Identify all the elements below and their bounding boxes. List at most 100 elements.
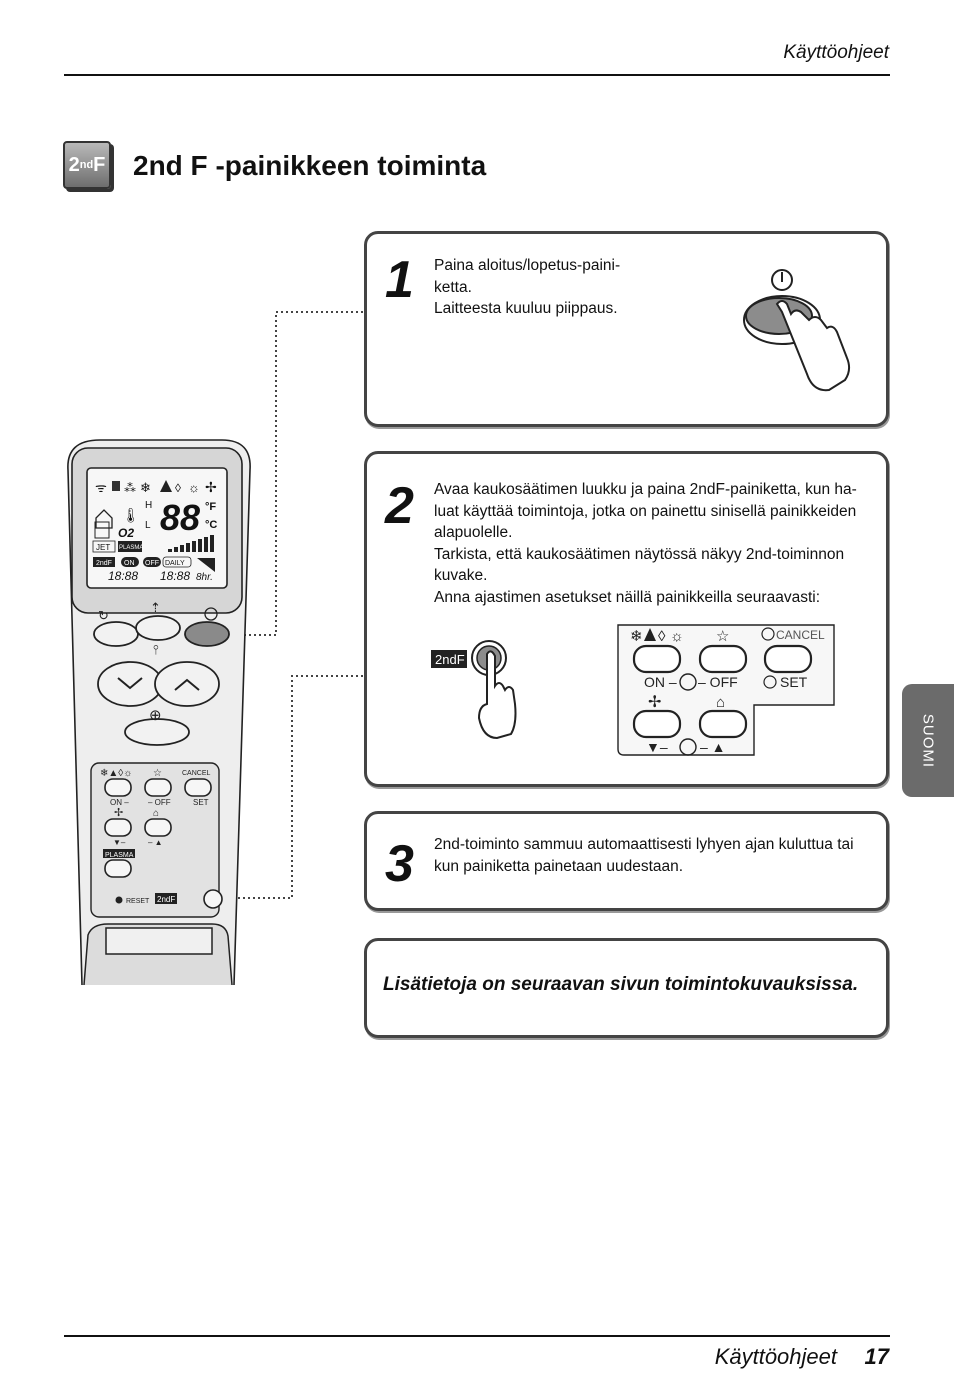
svg-text:ᯤ: ᯤ: [95, 480, 107, 495]
svg-text:°F: °F: [205, 501, 216, 513]
svg-text:2ndF: 2ndF: [157, 895, 175, 904]
timer-icon: [679, 738, 697, 756]
svg-text:18:88: 18:88: [160, 569, 190, 583]
svg-text:SET: SET: [193, 798, 209, 807]
power-icon: [771, 269, 793, 291]
remote-lcd: ᯤ ⁂ ❄ ◊ ☼ ✢ 🌡 H L 88 °F °C O2 JET PLASMA…: [92, 479, 217, 583]
cancel-button: [763, 644, 813, 674]
down-arrow-icon: [117, 677, 143, 690]
remote-door: [83, 923, 233, 986]
level-bars: [168, 535, 214, 552]
fan-icon: ✢: [648, 694, 661, 711]
step-number: 3: [385, 835, 414, 893]
fan-icon: ✢: [205, 479, 217, 495]
svg-text:ON –: ON –: [644, 674, 677, 690]
step-number: 2: [385, 477, 414, 535]
house-icon: ⌂: [716, 694, 725, 711]
star-icon: ☆: [716, 628, 729, 645]
svg-text:8hr.: 8hr.: [196, 572, 213, 583]
language-tab: SUOMI: [902, 684, 954, 797]
drop-icon: ◊: [658, 628, 666, 645]
svg-text:DAILY: DAILY: [165, 560, 185, 567]
footer-title: Käyttöohjeet: [714, 1344, 837, 1369]
svg-text:18:88: 18:88: [108, 569, 138, 583]
page-number: 17: [864, 1344, 889, 1369]
svg-text:°C: °C: [205, 519, 217, 531]
jet-icon: ⇡: [150, 600, 161, 615]
svg-text:▼–: ▼–: [113, 838, 126, 847]
svg-text:✢: ✢: [114, 807, 123, 819]
drop-icon: ◊: [175, 481, 181, 495]
svg-text:– ▲: – ▲: [700, 739, 726, 755]
fan-icon: ⊕: [149, 707, 162, 724]
thermometer-icon: ⫯: [153, 642, 159, 657]
svg-text:88: 88: [160, 497, 200, 538]
battery-icon: [112, 481, 120, 491]
hand-icon: [477, 650, 517, 740]
svg-text:PLASMA: PLASMA: [105, 852, 134, 859]
snowflake-icon: ❄: [140, 480, 151, 495]
svg-text:❄▲◊☼: ❄▲◊☼: [100, 768, 132, 779]
header-rule: [64, 74, 890, 76]
svg-text:2ndF: 2ndF: [435, 652, 465, 667]
timer-icon: [679, 673, 697, 691]
svg-text:RESET: RESET: [126, 898, 150, 905]
svg-text:2ndF: 2ndF: [96, 560, 112, 567]
svg-text:– OFF: – OFF: [698, 674, 738, 690]
footer-rule: [64, 1335, 890, 1337]
thermometer-icon: 🌡: [122, 507, 140, 523]
svg-text:– ▲: – ▲: [148, 838, 163, 847]
remote-lower-panel: [90, 762, 220, 918]
sun-icon: ☼: [670, 628, 684, 645]
svg-text:O2: O2: [118, 526, 134, 540]
svg-text:PLASMA: PLASMA: [119, 545, 143, 551]
svg-text:⌂: ⌂: [153, 808, 159, 819]
step-3-text: 2nd-toiminto sammuu automaattisesti lyhy…: [434, 836, 854, 875]
remote-top-buttons: [93, 615, 230, 746]
svg-text:CANCEL: CANCEL: [182, 770, 211, 777]
up-button: [698, 709, 748, 739]
svg-text:– OFF: – OFF: [148, 798, 171, 807]
triangle-icon: [160, 480, 172, 492]
note-box: Lisätietoja on seuraavan sivun toimintok…: [364, 938, 889, 1038]
up-arrow-icon: [174, 678, 200, 691]
second-f-label-icon: [431, 650, 467, 668]
tree-icon: ⁂: [124, 481, 136, 495]
power-button-illustration: [743, 269, 851, 392]
down-button: [632, 709, 682, 739]
note-text: Lisätietoja on seuraavan sivun toimintok…: [383, 974, 859, 995]
step-1-box: 1 Paina aloitus/lopetus-paini- ketta. La…: [364, 231, 889, 427]
snowflake-icon: ❄: [630, 628, 643, 645]
hand-icon: [775, 300, 851, 392]
svg-text:OFF: OFF: [145, 560, 159, 567]
step-number: 1: [385, 251, 414, 309]
svg-text:ON: ON: [124, 560, 135, 567]
step-1-text: Paina aloitus/lopetus-paini- ketta. Lait…: [434, 257, 621, 318]
timer-icon: [761, 627, 775, 641]
svg-text:L: L: [145, 520, 151, 531]
power-icon: [204, 607, 218, 621]
step-2-box: 2 Avaa kaukosäätimen luukku ja paina 2nd…: [364, 451, 889, 787]
svg-text:▼–: ▼–: [646, 739, 668, 755]
house-icon: [95, 509, 113, 529]
triangle-icon: [644, 628, 656, 641]
svg-text:☆: ☆: [153, 768, 162, 779]
svg-text:ON –: ON –: [110, 798, 129, 807]
svg-text:H: H: [145, 500, 152, 511]
svg-text:CANCEL: CANCEL: [776, 628, 825, 642]
second-f-button-illustration: 2ndF: [431, 640, 517, 740]
star-button: [698, 644, 748, 674]
mode-button: [632, 644, 682, 674]
sun-icon: ☼: [188, 480, 200, 495]
svg-text:SET: SET: [780, 674, 808, 690]
timer-panel-illustration: ❄ ◊ ☼ ☆ CANCEL ON – – OFF SET ✢ ⌂ ▼– – ▲: [617, 624, 835, 756]
header-title: Käyttöohjeet: [783, 42, 889, 63]
svg-text:JET: JET: [96, 543, 110, 552]
step-3-box: 3 2nd-toiminto sammuu automaattisesti ly…: [364, 811, 889, 911]
timer-icon: [763, 675, 777, 689]
swing-icon: ↻: [98, 608, 109, 623]
section-title: 2nd F -painikkeen toiminta: [133, 150, 487, 181]
step-2-text: Avaa kaukosäätimen luukku ja paina 2ndF-…: [434, 481, 857, 606]
